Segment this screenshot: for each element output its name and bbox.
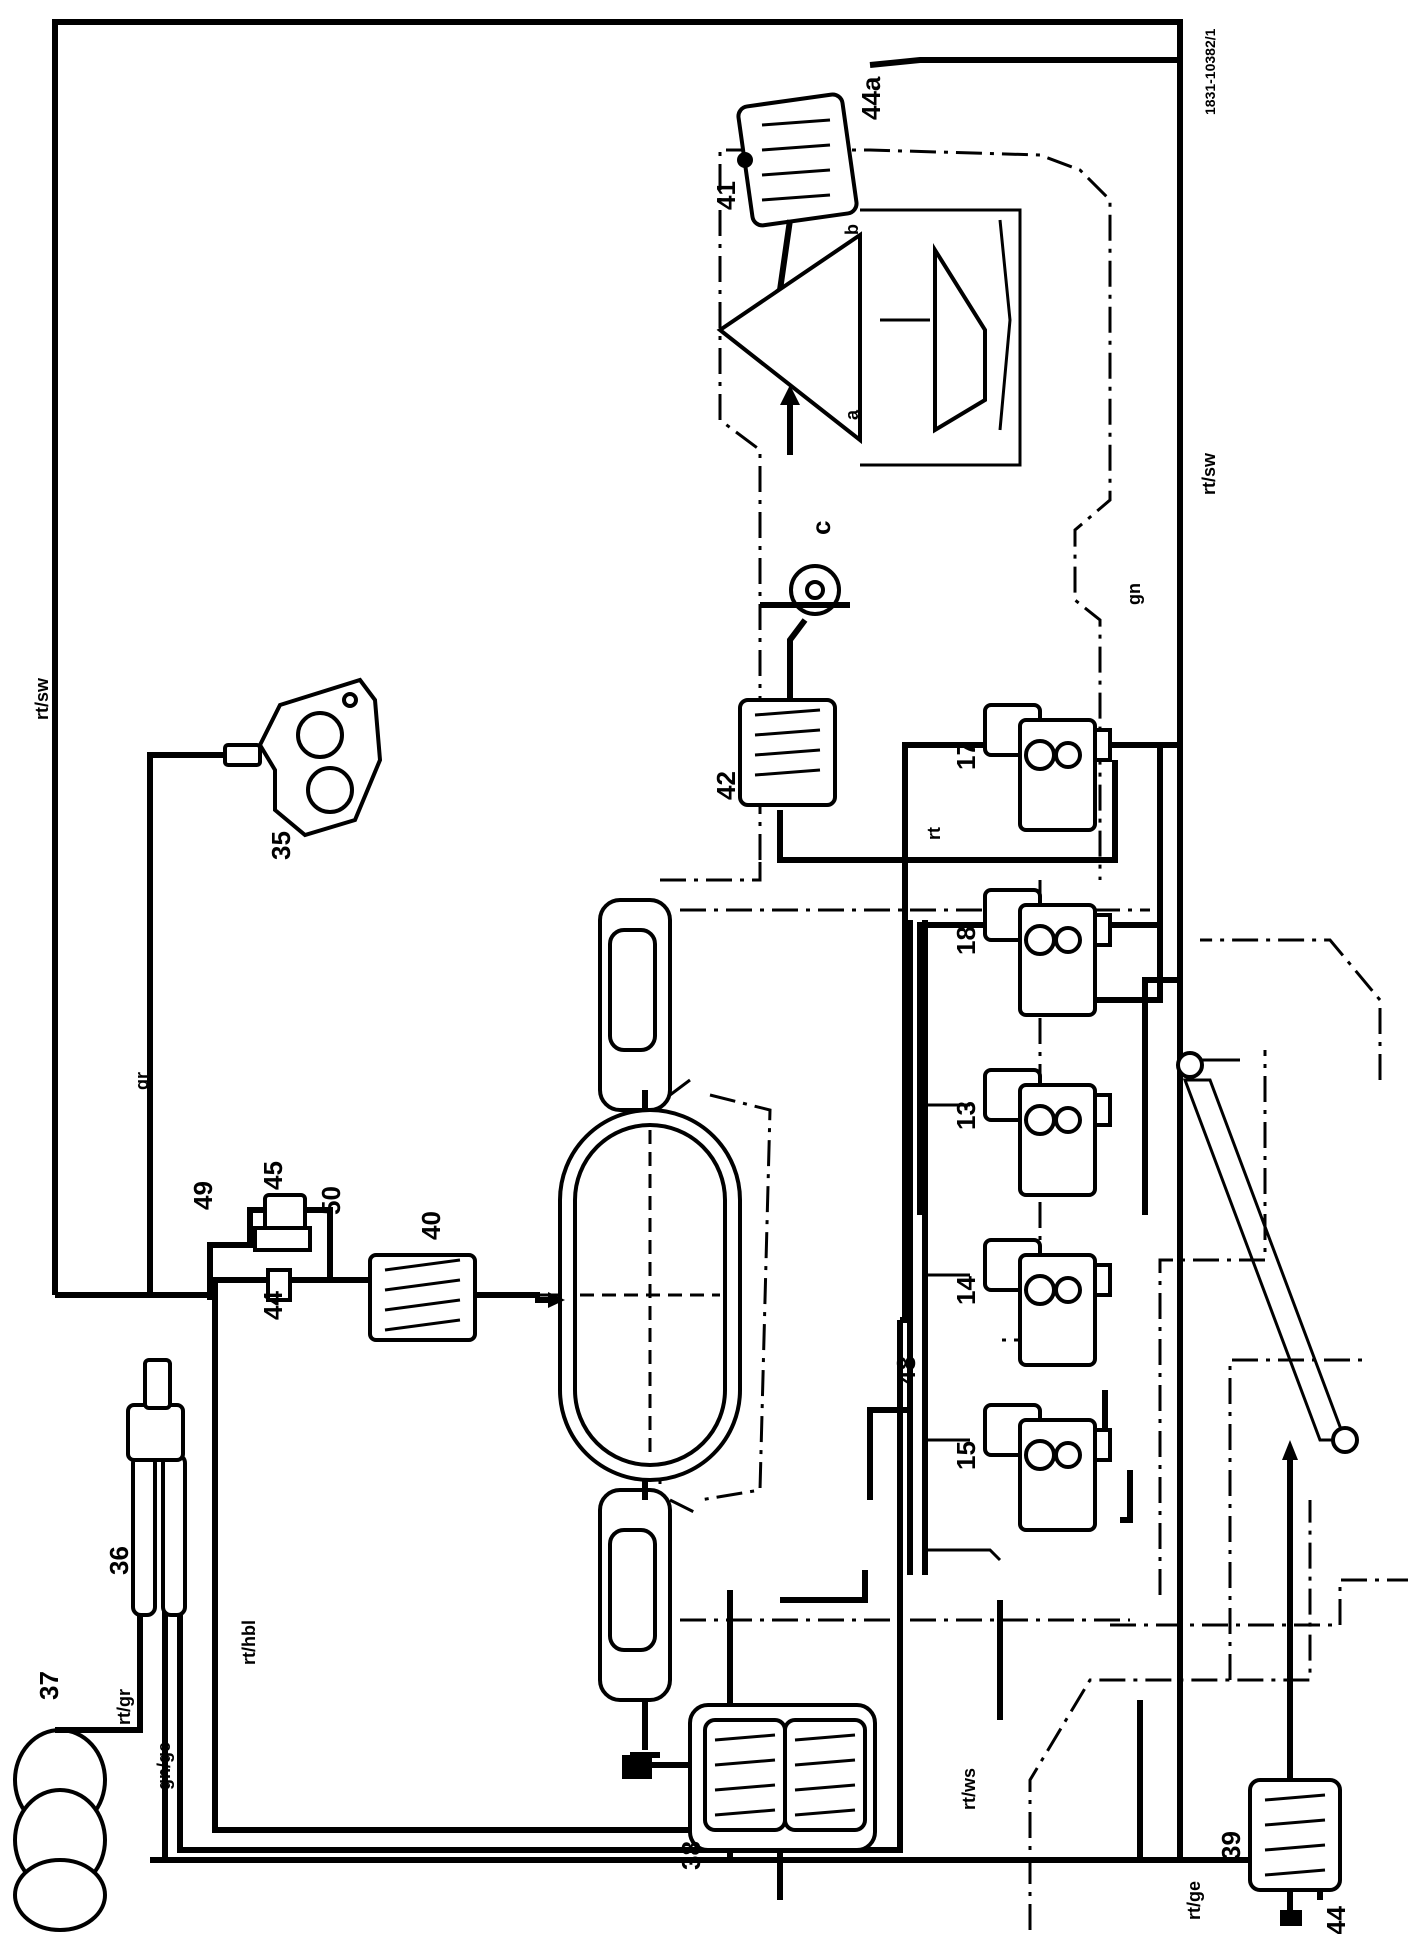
code-rt-sw-left: rt/sw xyxy=(32,677,52,720)
air-flap-box xyxy=(716,208,1022,467)
label-44-bottom: 44 xyxy=(1321,1906,1351,1934)
vent-housing-right xyxy=(598,1480,672,1702)
switchover-valve-17 xyxy=(983,703,1112,832)
footwell-flap xyxy=(1176,1051,1359,1454)
code-rt-sw-right: rt/sw xyxy=(1199,452,1219,495)
label-18: 18 xyxy=(951,926,981,955)
label-14: 14 xyxy=(951,1276,981,1305)
throttle-housing-35 xyxy=(223,677,383,838)
code-gn-ge: gn/ge xyxy=(154,1742,174,1790)
code-rt-hbl: rt/hbl xyxy=(239,1620,259,1665)
vacuum-element-42 xyxy=(738,564,850,807)
label-35: 35 xyxy=(266,831,296,860)
code-gn: gn xyxy=(1124,583,1144,605)
point-b: b xyxy=(842,224,862,235)
housing-outlines xyxy=(658,148,1408,1930)
switchover-valve-18 xyxy=(983,888,1112,1017)
switchover-valve-14 xyxy=(983,1238,1112,1367)
code-rt-ge: rt/ge xyxy=(1184,1881,1204,1920)
label-39: 39 xyxy=(1216,1831,1246,1860)
label-44-top: 44 xyxy=(258,1291,288,1320)
code-rt-ws: rt/ws xyxy=(959,1768,979,1810)
vacuum-valve-45 xyxy=(253,1193,312,1302)
label-13: 13 xyxy=(951,1101,981,1130)
vacuum-element-38 xyxy=(622,1703,877,1852)
vacuum-manifold-48 xyxy=(867,920,1002,1575)
wire-code-labels: rt/sw rt/sw gr gn rt rt/gr rt/hbl gn/ge … xyxy=(32,452,1219,1920)
label-38: 38 xyxy=(676,1841,706,1870)
label-15: 15 xyxy=(951,1441,981,1470)
component-labels: 37 36 35 49 45 50 40 44 38 48 15 14 13 1… xyxy=(34,76,1351,1934)
point-c: c xyxy=(806,521,836,535)
code-rt-gr: rt/gr xyxy=(114,1689,134,1725)
vent-housing-left xyxy=(598,898,672,1112)
central-flap-housing xyxy=(558,1078,772,1517)
label-37: 37 xyxy=(34,1671,64,1700)
airflow-arrows xyxy=(535,385,1298,1460)
check-valve-36 xyxy=(126,1358,187,1617)
vacuum-reservoir-37 xyxy=(13,1600,143,1932)
code-gr: gr xyxy=(132,1072,152,1090)
label-40: 40 xyxy=(416,1211,446,1240)
flap-linkage-rod xyxy=(630,1700,660,1758)
point-letters: a b c xyxy=(806,224,862,535)
drawing-number: 1831-10382/1 xyxy=(1202,28,1218,115)
label-36: 36 xyxy=(104,1546,134,1575)
vacuum-element-39 xyxy=(1248,1778,1342,1926)
label-41: 41 xyxy=(711,181,741,210)
label-17: 17 xyxy=(951,741,981,770)
vacuum-element-41 xyxy=(736,92,859,323)
point-a: a xyxy=(842,409,862,420)
vacuum-lines xyxy=(52,19,1323,1900)
label-45: 45 xyxy=(258,1161,288,1190)
label-50: 50 xyxy=(316,1186,346,1215)
code-rt: rt xyxy=(924,827,944,840)
switchover-valve-13 xyxy=(983,1068,1112,1197)
switchover-valve-15 xyxy=(983,1403,1112,1532)
vacuum-element-40 xyxy=(368,1253,560,1342)
label-49: 49 xyxy=(188,1181,218,1210)
label-42: 42 xyxy=(711,771,741,800)
label-44a: 44a xyxy=(856,76,886,120)
label-48: 48 xyxy=(891,1356,921,1385)
